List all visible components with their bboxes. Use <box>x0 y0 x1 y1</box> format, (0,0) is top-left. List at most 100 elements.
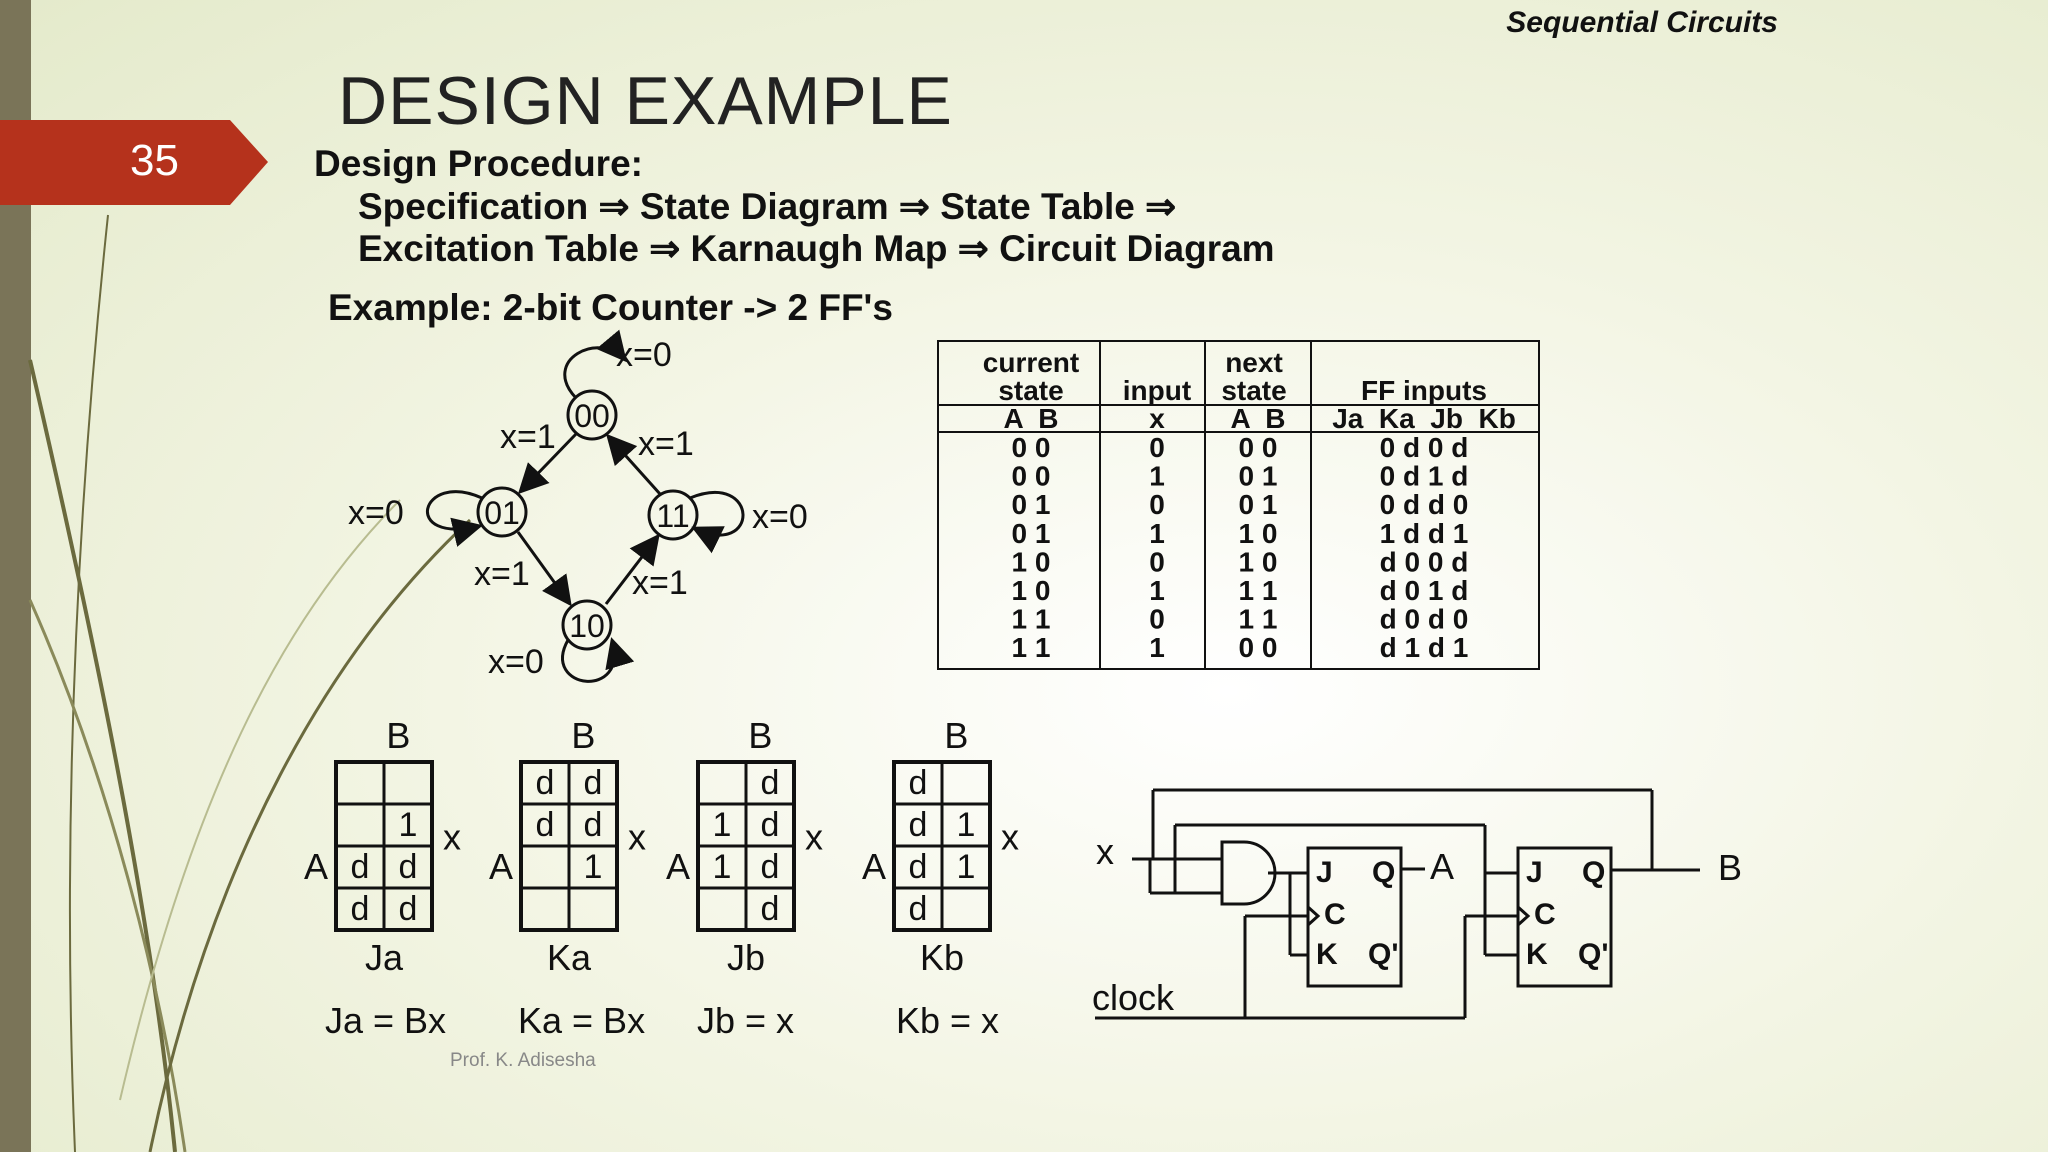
th-current: current <box>983 347 1079 378</box>
circuit-diagram <box>1095 788 1700 1020</box>
th-col-x: x <box>1149 403 1165 434</box>
table-cell: 1 0 <box>1239 546 1278 577</box>
kmap-cell: d <box>761 806 780 844</box>
th-col-next-ab: A B <box>1231 403 1286 434</box>
section-header: Sequential Circuits <box>1506 6 1778 39</box>
table-cell: 1 <box>1149 461 1165 492</box>
label-loop-11: x=0 <box>752 498 808 536</box>
label-loop-01: x=0 <box>348 494 404 532</box>
table-cell: 1 1 <box>1012 604 1051 635</box>
kmap-name: Ja <box>365 937 404 978</box>
loop-11 <box>689 491 745 554</box>
procedure-line-2: Excitation Table ⇒ Karnaugh Map ⇒ Circui… <box>358 228 1275 269</box>
equation-ka: Ka = Bx <box>518 1000 646 1041</box>
state-diagram <box>426 329 745 683</box>
table-cell: 1 d d 1 <box>1380 518 1469 549</box>
table-cell: 1 <box>1149 632 1165 663</box>
ffa-c-pin: C <box>1324 898 1346 931</box>
kmap-cell: d <box>909 890 928 928</box>
label-loop-00: x=0 <box>616 336 672 374</box>
example-label: Example: 2-bit Counter -> 2 FF's <box>328 287 893 328</box>
procedure-label: Design Procedure: <box>314 143 643 184</box>
state-00-circle <box>566 389 618 441</box>
table-cell: 0 <box>1149 432 1165 463</box>
kmap-cell: d <box>909 848 928 886</box>
table-cell: 1 <box>1149 518 1165 549</box>
kmap-var-top: B <box>571 715 595 756</box>
ffa-k-pin: K <box>1316 938 1338 971</box>
kmap-var-left: A <box>304 846 328 887</box>
label-10-11: x=1 <box>632 564 688 602</box>
th-col-ab: A B <box>1004 403 1059 434</box>
equation-ja: Ja = Bx <box>325 1000 447 1041</box>
state-11-circle <box>647 489 699 541</box>
ffb-qbar-pin: Q' <box>1578 938 1608 971</box>
kmap-cell: d <box>761 764 780 802</box>
table-cell: 1 1 <box>1239 575 1278 606</box>
author-credit: Prof. K. Adisesha <box>450 1050 596 1071</box>
kmap-cell: 1 <box>713 806 732 844</box>
label-00-01: x=1 <box>500 418 556 456</box>
th-next-state: state <box>1221 375 1286 406</box>
kmap-cell: d <box>761 890 780 928</box>
table-cell: 0 0 <box>1239 432 1278 463</box>
table-cell: 0 d 0 d <box>1380 432 1469 463</box>
slide-number-badge <box>0 120 268 205</box>
loop-01 <box>426 490 483 547</box>
kmap-cell: d <box>399 890 418 928</box>
table-cell: d 0 d 0 <box>1380 604 1469 635</box>
state-01-label: 01 <box>484 495 520 531</box>
label-loop-10: x=0 <box>488 643 544 681</box>
edge-01-10 <box>516 531 572 607</box>
label-11-00: x=1 <box>638 425 694 463</box>
state-table <box>937 340 1540 670</box>
kmap-cell: d <box>584 806 603 844</box>
kmap-cell: d <box>761 848 780 886</box>
state-00-label: 00 <box>574 398 610 434</box>
kmap-cell: d <box>909 764 928 802</box>
th-next: next <box>1225 347 1283 378</box>
kmap-var-left: A <box>862 846 886 887</box>
th-input: input <box>1123 375 1191 406</box>
state-10-label: 10 <box>569 608 605 644</box>
table-cell: 0 0 <box>1012 461 1051 492</box>
equation-kb: Kb = x <box>896 1000 1000 1041</box>
kmap-cell: d <box>909 806 928 844</box>
slide-title: DESIGN EXAMPLE <box>338 63 953 139</box>
state-10-circle <box>561 599 613 651</box>
and-gate <box>1220 840 1277 906</box>
state-11-label: 11 <box>656 498 689 534</box>
table-cell: 0 d d 0 <box>1380 489 1469 520</box>
kmap-cell: d <box>351 848 370 886</box>
table-cell: 0 <box>1149 604 1165 635</box>
kmap-var-right: x <box>628 817 646 858</box>
edge-10-11 <box>604 533 660 605</box>
table-cell: 0 <box>1149 489 1165 520</box>
kmap-cell: d <box>399 848 418 886</box>
ffb-c-pin: C <box>1534 898 1556 931</box>
ffa-j-pin: J <box>1316 856 1333 889</box>
kmap-var-top: B <box>748 715 772 756</box>
table-cell: d 0 0 d <box>1380 546 1469 577</box>
kmap-cell: d <box>584 764 603 802</box>
procedure-line-1: Specification ⇒ State Diagram ⇒ State Ta… <box>358 186 1177 227</box>
kmap-cell: 1 <box>713 848 732 886</box>
kmap-cell: d <box>536 764 555 802</box>
table-cell: 0 1 <box>1239 489 1278 520</box>
kmap-name: Kb <box>920 937 964 978</box>
table-cell: 1 <box>1149 575 1165 606</box>
ffb-k-pin: K <box>1526 938 1548 971</box>
kmap-var-top: B <box>944 715 968 756</box>
table-cell: 0 <box>1149 546 1165 577</box>
kmap-var-right: x <box>1001 817 1019 858</box>
table-cell: d 1 d 1 <box>1380 632 1469 663</box>
state-01-circle <box>476 486 528 538</box>
ffb-j-pin: J <box>1526 856 1543 889</box>
table-cell: d 0 1 d <box>1380 575 1469 606</box>
